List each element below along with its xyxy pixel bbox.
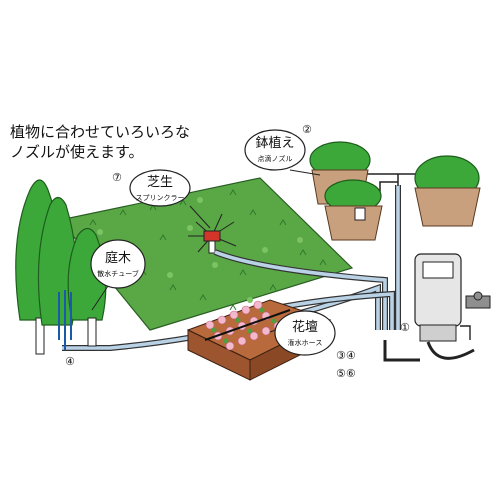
callout-bed-title: 花壇 [292,319,318,335]
callout-lawn: 芝生 スプリンクラー ⑦ [112,169,211,229]
callout-timer-num: ① [400,321,410,334]
intro-line-1: 植物に合わせていろいろな [10,123,190,141]
callout-bed-sub: 潅水ホース [288,338,323,347]
potted-plants [309,141,481,241]
callout-pot: 鉢植え 点滴ノズル ② [244,123,321,176]
water-timer [414,253,491,360]
callout-tree-sub: 散水チューブ [97,269,139,278]
callout-bed-num2: ⑤⑥ [336,367,356,380]
hose-lines [62,173,430,362]
callout-lawn-sub: スプリンクラー [136,194,185,202]
callout-pot-num: ② [302,123,312,136]
callout-bed-num1: ③④ [336,349,356,362]
callout-bed: 花壇 潅水ホース ③④ ⑤⑥ [269,310,356,380]
callout-lawn-title: 芝生 [147,174,173,190]
callout-lawn-num: ⑦ [112,171,122,184]
callout-tree-title: 庭木 [105,250,131,266]
callout-tree-num: ④ [65,355,75,368]
callout-pot-sub: 点滴ノズル [258,154,293,163]
callout-tree: 庭木 散水チューブ ④ [65,239,146,368]
intro-line-2: ノズルが使えます。 [10,143,144,161]
sprinkler-icon [188,213,237,254]
callout-pot-title: 鉢植え [255,136,294,151]
